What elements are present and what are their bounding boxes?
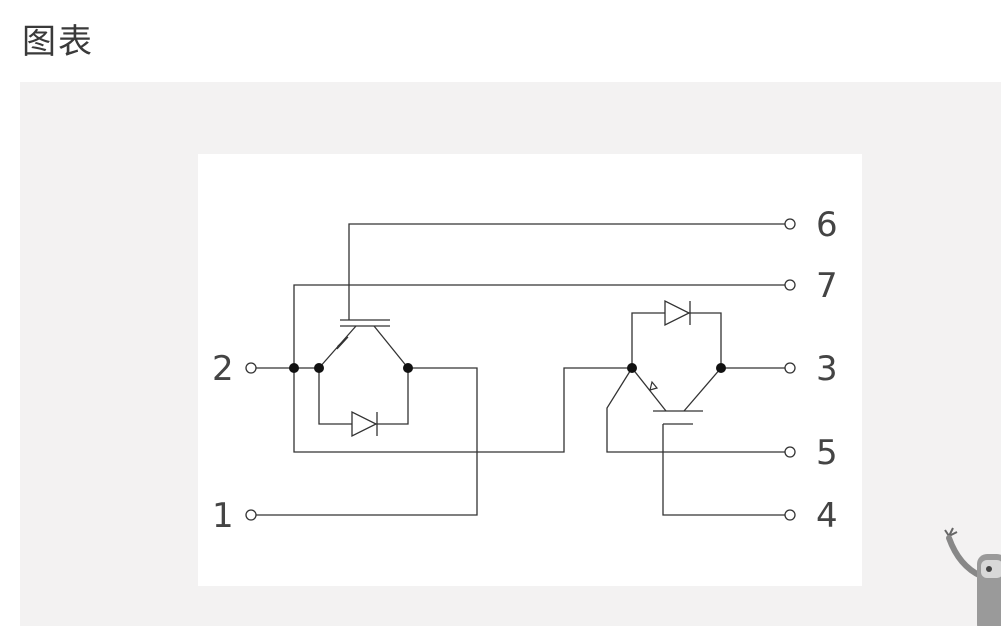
terminal-pin-6 xyxy=(784,218,796,230)
pin-label-1: 1 xyxy=(212,496,234,536)
right-igbt-emitter xyxy=(631,367,667,412)
terminal-pin-4 xyxy=(784,509,796,521)
junction-dot xyxy=(403,363,413,373)
pin-label-3: 3 xyxy=(816,349,838,389)
page-title: 图表 xyxy=(22,22,94,62)
pin-label-5: 5 xyxy=(816,433,838,473)
right-diode-icon xyxy=(664,299,691,327)
wire-pin-5 xyxy=(606,367,785,453)
junction-dot xyxy=(716,363,726,373)
terminal-pin-7 xyxy=(784,279,796,291)
pin-label-7: 7 xyxy=(816,266,838,306)
left-igbt-collector xyxy=(373,325,409,369)
right-diode-loop xyxy=(631,312,722,368)
terminal-pin-5 xyxy=(784,446,796,458)
wire-to-pin-1 xyxy=(256,367,478,516)
circuit-diagram-svg: 6 7 2 3 5 1 4 xyxy=(212,205,838,536)
wire-pin-4 xyxy=(662,424,785,516)
junction-dot xyxy=(627,363,637,373)
terminal-pin-2 xyxy=(245,362,257,374)
pin-label-6: 6 xyxy=(816,205,838,245)
right-emitter-arrow xyxy=(649,380,659,391)
robot-mascot-icon[interactable] xyxy=(939,516,1001,626)
left-emitter-arrow xyxy=(336,336,349,350)
wire-pin-6 xyxy=(348,223,785,312)
junction-dot xyxy=(314,363,324,373)
circuit-diagram: 6 7 2 3 5 1 4 xyxy=(198,154,862,586)
pin-label-2: 2 xyxy=(212,349,234,389)
left-diode-loop xyxy=(318,368,409,425)
terminal-pin-1 xyxy=(245,509,257,521)
left-diode-icon xyxy=(351,410,378,438)
figure-panel: 6 7 2 3 5 1 4 xyxy=(20,82,1001,626)
junction-dot xyxy=(289,363,299,373)
wire-pin-7 xyxy=(293,284,785,453)
terminal-pin-3 xyxy=(784,362,796,374)
pin-label-4: 4 xyxy=(816,496,838,536)
right-igbt-collector xyxy=(683,367,722,412)
